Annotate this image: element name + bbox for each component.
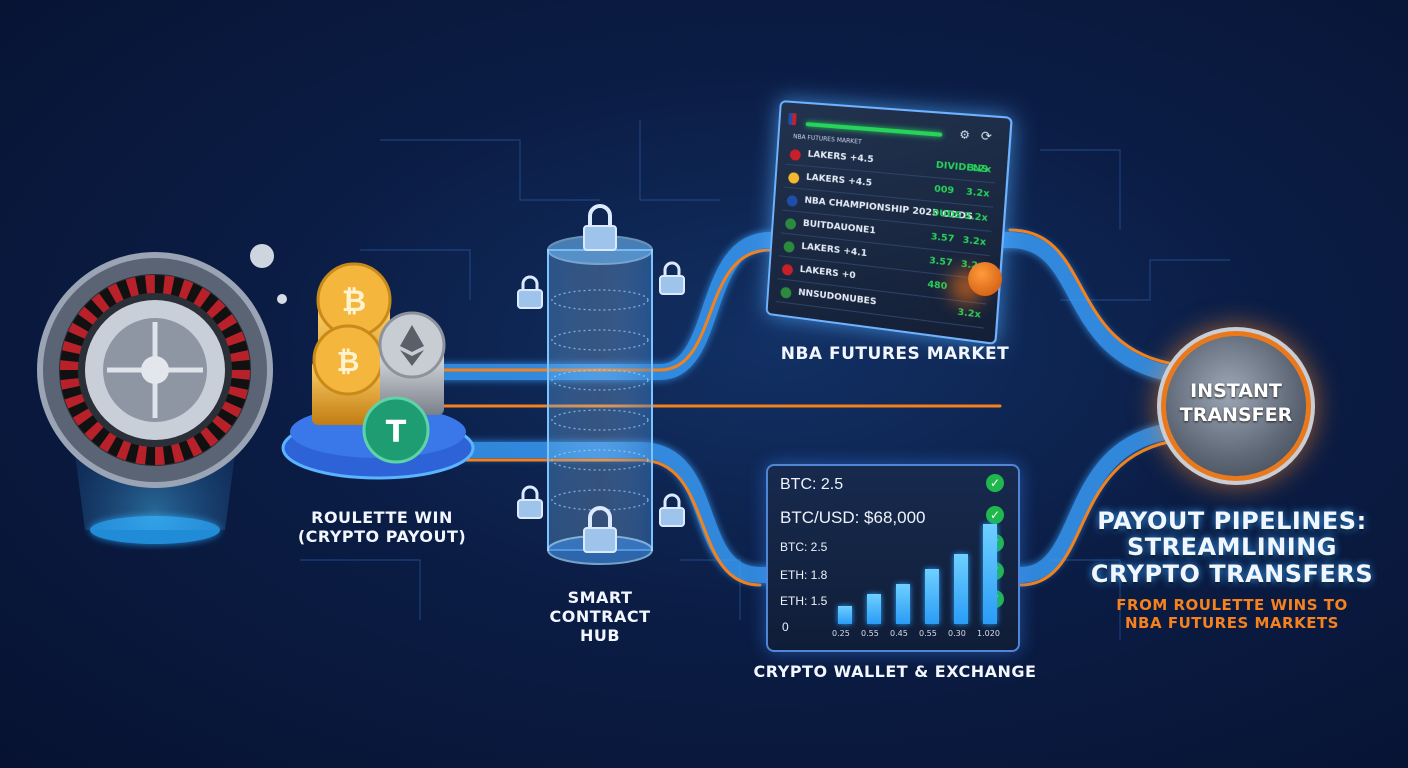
roulette-label: ROULETTE WIN (CRYPTO PAYOUT) (282, 508, 482, 546)
subtitle-line2: NBA FUTURES MARKETS (1092, 614, 1372, 632)
wallet-label: CRYPTO WALLET & EXCHANGE (740, 662, 1050, 681)
progress-bar (806, 122, 943, 137)
wallet-zero-label: 0 (782, 620, 789, 634)
chart-bar (925, 569, 939, 624)
instant-label-line2: TRANSFER (1166, 404, 1306, 426)
chart-x-label: 0.55 (861, 629, 879, 638)
nba-market-label: NBA FUTURES MARKET (770, 344, 1020, 364)
wallet-line-eth: ETH: 1.8 (780, 568, 827, 582)
padlock-icon (584, 206, 616, 250)
basketball-icon (968, 262, 1002, 296)
row-team: LAKERS +4.5 (806, 173, 873, 189)
hub-label-line1: SMART (530, 588, 670, 607)
team-logo-icon (782, 264, 793, 276)
roulette-label-line2: (CRYPTO PAYOUT) (282, 527, 482, 546)
row-odds: 3.2x (964, 211, 988, 224)
chart-bar (983, 524, 997, 624)
nba-futures-panel: ⚙ ⟳ NBA FUTURES MARKET LAKERS +4.5DIVIDE… (765, 100, 1012, 345)
row-market: 3.57 (930, 232, 954, 245)
hub-label-line2: CONTRACT (530, 607, 670, 626)
padlock-icon (660, 263, 684, 294)
chart-bar (954, 554, 968, 624)
check-icon: ✓ (986, 506, 1004, 524)
row-market: 480 (927, 280, 948, 293)
check-icon: ✓ (986, 474, 1004, 492)
nba-panel-header: NBA FUTURES MARKET (793, 133, 862, 146)
svg-text:T: T (386, 415, 407, 450)
wallet-line-btc-2: BTC: 2.5 (780, 540, 827, 554)
chart-bar (896, 584, 910, 624)
row-team: NNSUDONUBES (798, 288, 877, 308)
row-market: 009 (934, 184, 955, 196)
hub-label: SMART CONTRACT HUB (530, 588, 670, 646)
row-market: 3.57 (929, 256, 953, 269)
settings-icon[interactable]: ⚙ (959, 128, 971, 142)
title-line2: STREAMLINING (1082, 534, 1382, 560)
svg-text:₿: ₿ (337, 345, 360, 378)
chart-bar (838, 606, 852, 624)
chart-x-label: 0.55 (919, 629, 937, 638)
svg-text:₿: ₿ (342, 284, 366, 319)
team-logo-icon (780, 287, 791, 299)
title-line3: CRYPTO TRANSFERS (1082, 561, 1382, 587)
team-logo-icon (785, 218, 796, 230)
row-odds: 3.2x (966, 187, 990, 200)
title-line1: PAYOUT PIPELINES: (1082, 508, 1382, 534)
padlock-icon (660, 495, 684, 526)
row-team: LAKERS +0 (799, 265, 856, 282)
wallet-line-eth-2: ETH: 1.5 (780, 594, 827, 608)
row-team: LAKERS +4.5 (807, 149, 874, 165)
instant-label-line1: INSTANT (1166, 380, 1306, 402)
chart-x-label: 0.30 (948, 629, 966, 638)
row-odds: 3.2x (962, 235, 986, 248)
nba-logo-icon (788, 113, 797, 126)
team-logo-icon (788, 172, 799, 184)
team-logo-icon (783, 241, 794, 253)
subtitle-line1: FROM ROULETTE WINS TO (1092, 596, 1372, 614)
row-odds: 3.2x (957, 307, 981, 320)
row-market: 0UDS (932, 208, 962, 221)
crypto-wallet-panel: BTC: 2.5 BTC/USD: $68,000 BTC: 2.5 ETH: … (766, 464, 1020, 652)
row-team: LAKERS +4.1 (801, 242, 867, 259)
wallet-line-btc-usd: BTC/USD: $68,000 (780, 508, 926, 528)
team-logo-icon (790, 149, 801, 161)
padlock-icon (518, 277, 542, 308)
chart-bar (867, 594, 881, 624)
row-team: BUITDAUONE1 (803, 219, 876, 237)
wallet-line-btc: BTC: 2.5 (780, 476, 843, 494)
chart-x-label: 0.25 (832, 629, 850, 638)
roulette-wheel-icon (40, 244, 287, 544)
instant-transfer-badge: INSTANT TRANSFER (1166, 336, 1306, 476)
chart-x-label: 1.020 (977, 629, 1000, 638)
padlock-icon (518, 487, 542, 518)
chart-x-label: 0.45 (890, 629, 908, 638)
hub-label-line3: HUB (530, 626, 670, 645)
smart-contract-hub-icon (548, 236, 652, 564)
row-odds: 3.2x (967, 163, 991, 176)
roulette-label-line1: ROULETTE WIN (282, 508, 482, 527)
main-title: PAYOUT PIPELINES: STREAMLINING CRYPTO TR… (1082, 508, 1382, 587)
refresh-icon[interactable]: ⟳ (980, 128, 992, 144)
team-logo-icon (786, 195, 797, 207)
subtitle: FROM ROULETTE WINS TO NBA FUTURES MARKET… (1092, 596, 1372, 632)
